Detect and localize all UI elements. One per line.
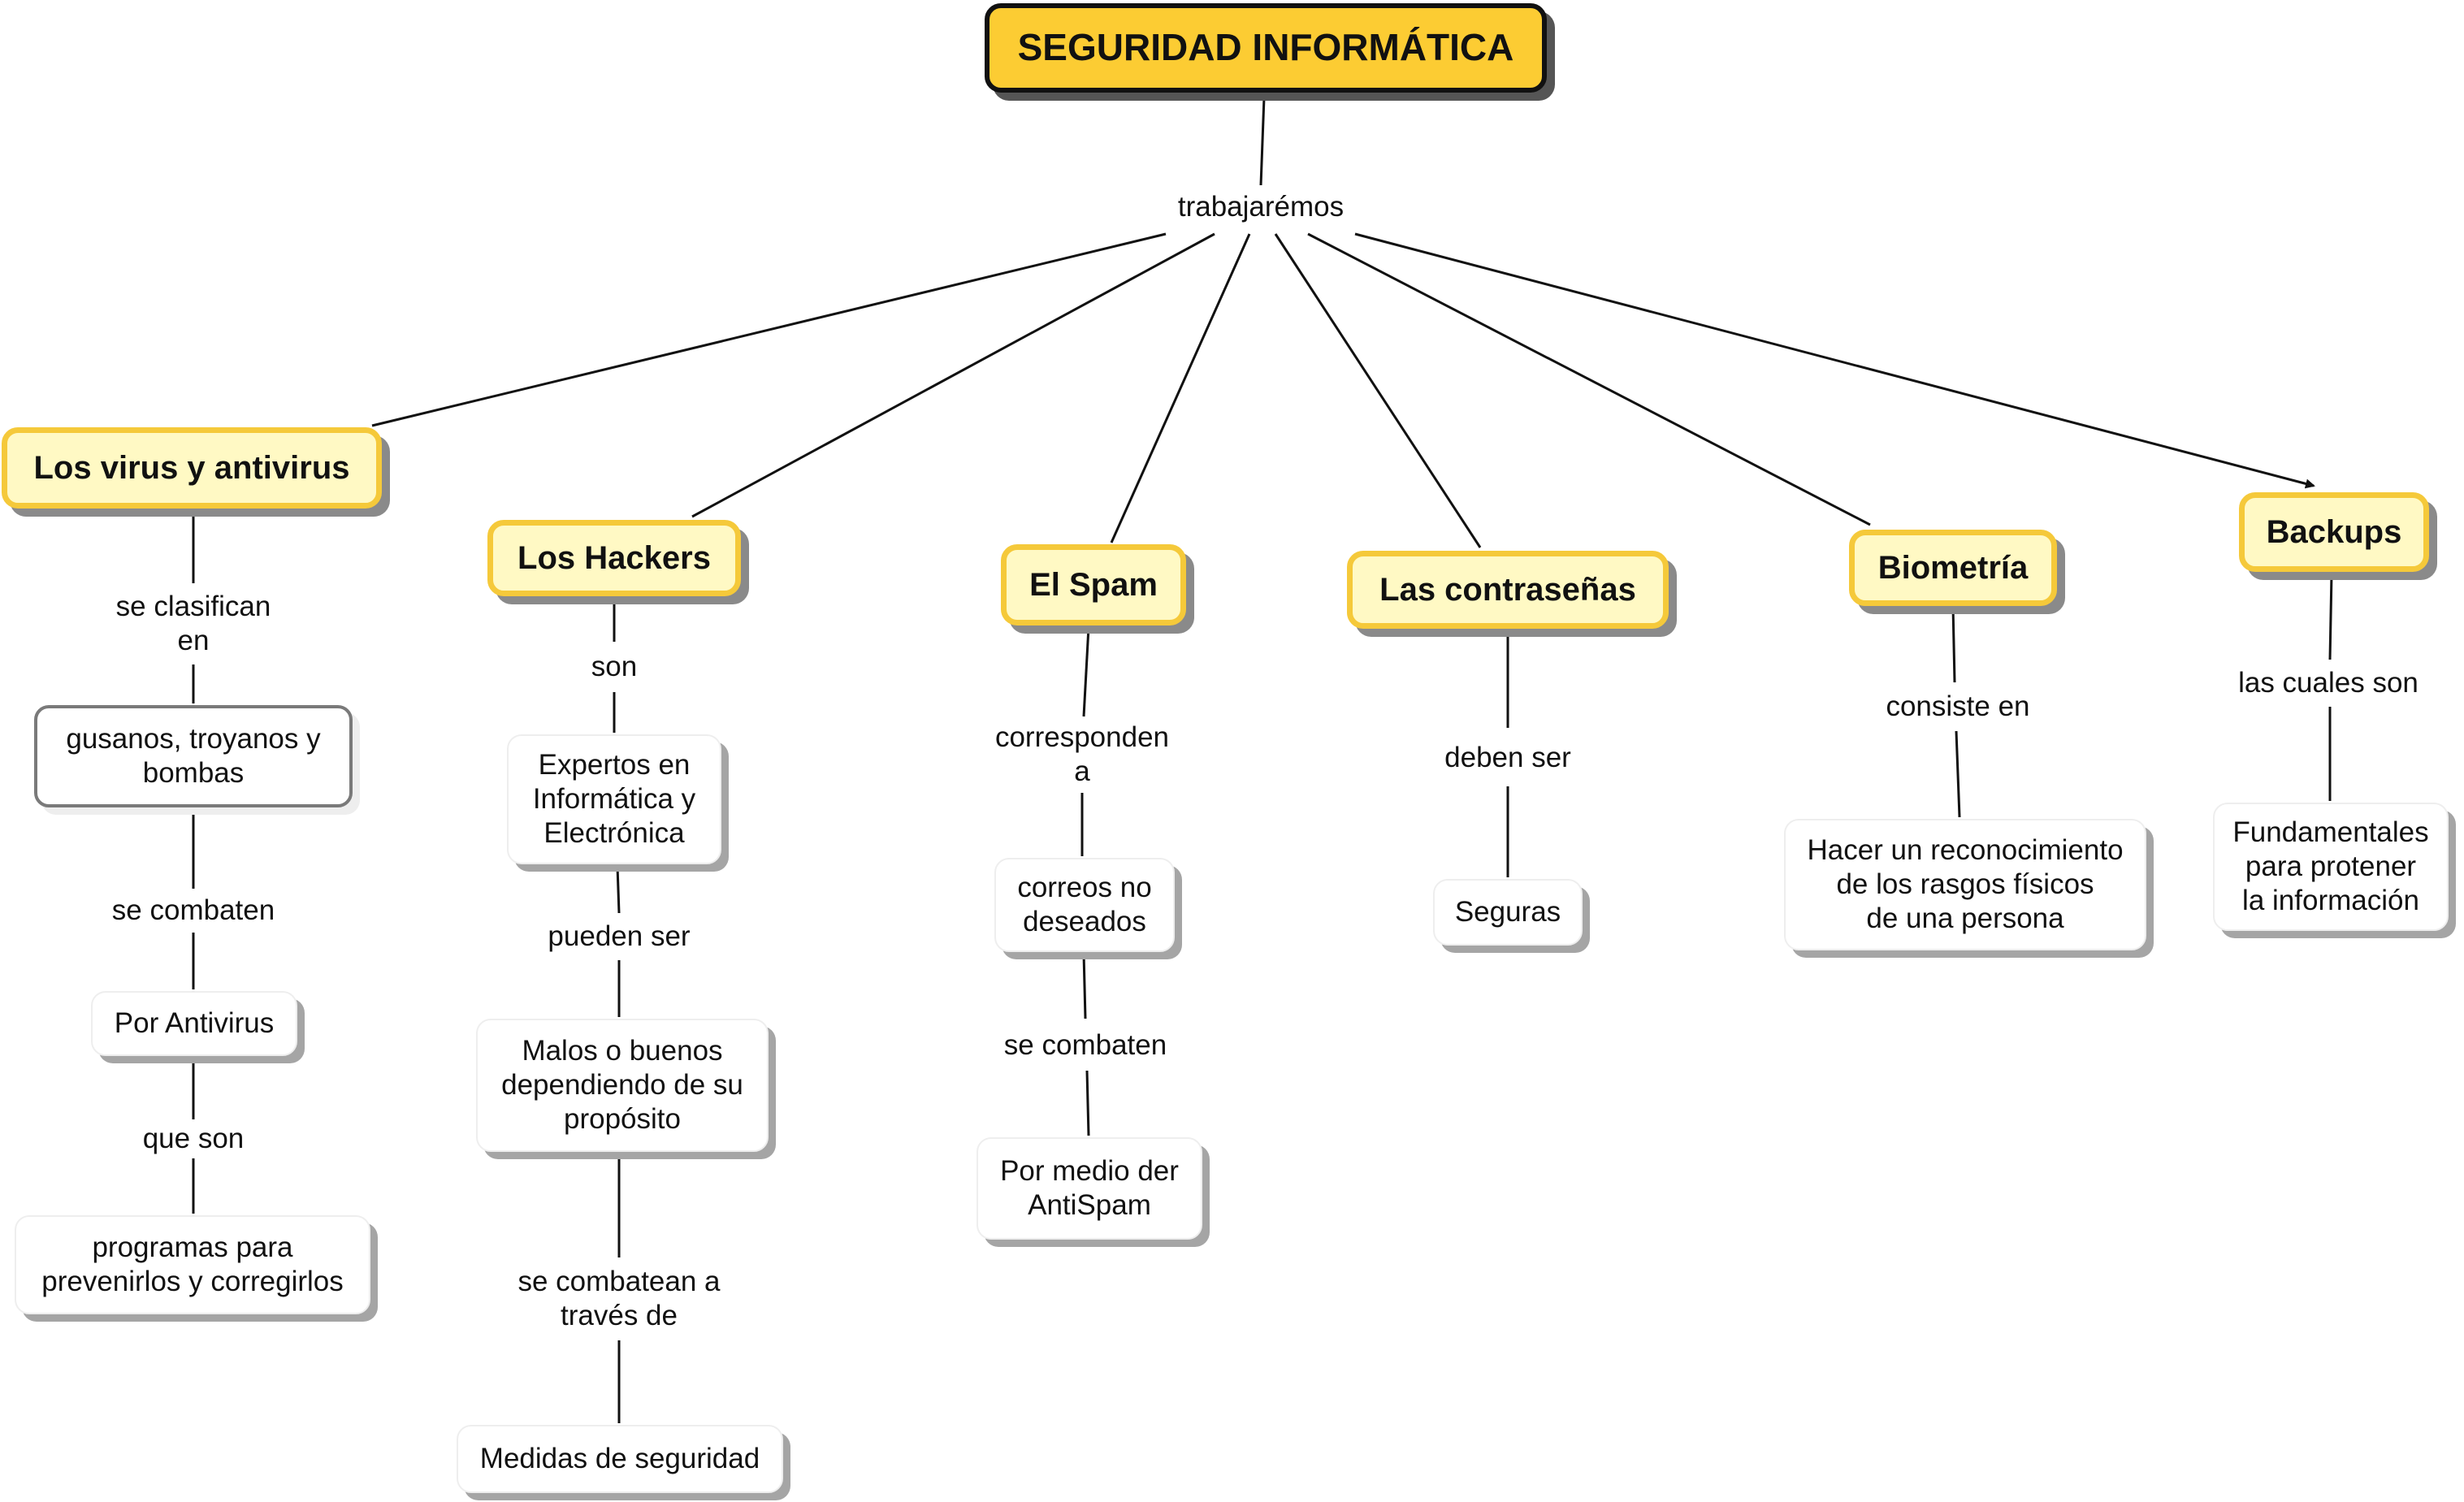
link-label-passwords-must-be: deben ser [1422,733,1594,783]
concept-prevention-programs: programas para prevenirlos y corregirlos [15,1215,370,1314]
connector-backups-1 [2328,573,2333,660]
concept-security-measures: Medidas de seguridad [457,1425,783,1493]
connector-biometrics-1 [1951,605,1956,683]
connector-to-backups [1354,232,2315,489]
concept-unwanted-email: correos no deseados [994,858,1175,952]
connector-to-virus [371,232,1167,427]
connector-to-biometrics [1307,232,1871,526]
topic-virus: Los virus y antivirus [2,427,382,509]
concept-good-or-bad: Malos o buenos dependiendo de su propósi… [476,1019,769,1152]
connector-hackers-3 [616,865,621,914]
link-label-spam-combat: se combaten [980,1024,1191,1067]
concept-secure: Seguras [1433,879,1583,946]
root-link-label: trabajarémos [1154,185,1368,229]
connector-root [1259,97,1266,186]
concept-worms-trojans: gusanos, troyanos y bombas [34,705,353,807]
root-concept: SEGURIDAD INFORMÁTICA [985,3,1547,93]
concept-physical-recognition: Hacer un reconocimiento de los rasgos fí… [1784,819,2146,950]
connector-to-spam [1110,233,1251,543]
topic-biometrics: Biometría [1849,530,2057,606]
concept-antivirus: Por Antivirus [91,991,297,1056]
connector-biometrics-2 [1955,730,1961,818]
link-label-hackers-can-be: pueden ser [526,915,712,959]
link-label-biometrics-consists: consiste en [1862,686,2054,728]
concept-essential-info: Fundamentales para protener la informaci… [2213,803,2449,931]
link-label-virus-classify: se clasifican en [89,585,297,663]
link-label-backups-which: las cuales son [2221,661,2436,705]
link-label-hackers-are: son [574,645,655,689]
topic-backups: Backups [2239,492,2429,572]
link-label-hackers-combat: se combatean a través de [494,1259,744,1339]
concept-antispam: Por medio der AntiSpam [977,1137,1202,1240]
topic-hackers: Los Hackers [487,520,741,596]
link-label-spam-corresponds: corresponden a [972,718,1193,791]
topic-passwords: Las contraseñas [1347,551,1669,629]
connector-spam-4 [1085,1070,1090,1136]
connector-to-hackers [691,232,1215,518]
link-label-virus-combat: se combaten [88,890,299,931]
connector-spam-1 [1082,626,1090,717]
concept-experts: Expertos en Informática y Electrónica [507,734,721,864]
connector-to-passwords [1274,233,1482,548]
connector-spam-3 [1082,953,1087,1019]
link-label-virus-which: que son [122,1121,265,1157]
topic-spam: El Spam [1001,544,1186,625]
